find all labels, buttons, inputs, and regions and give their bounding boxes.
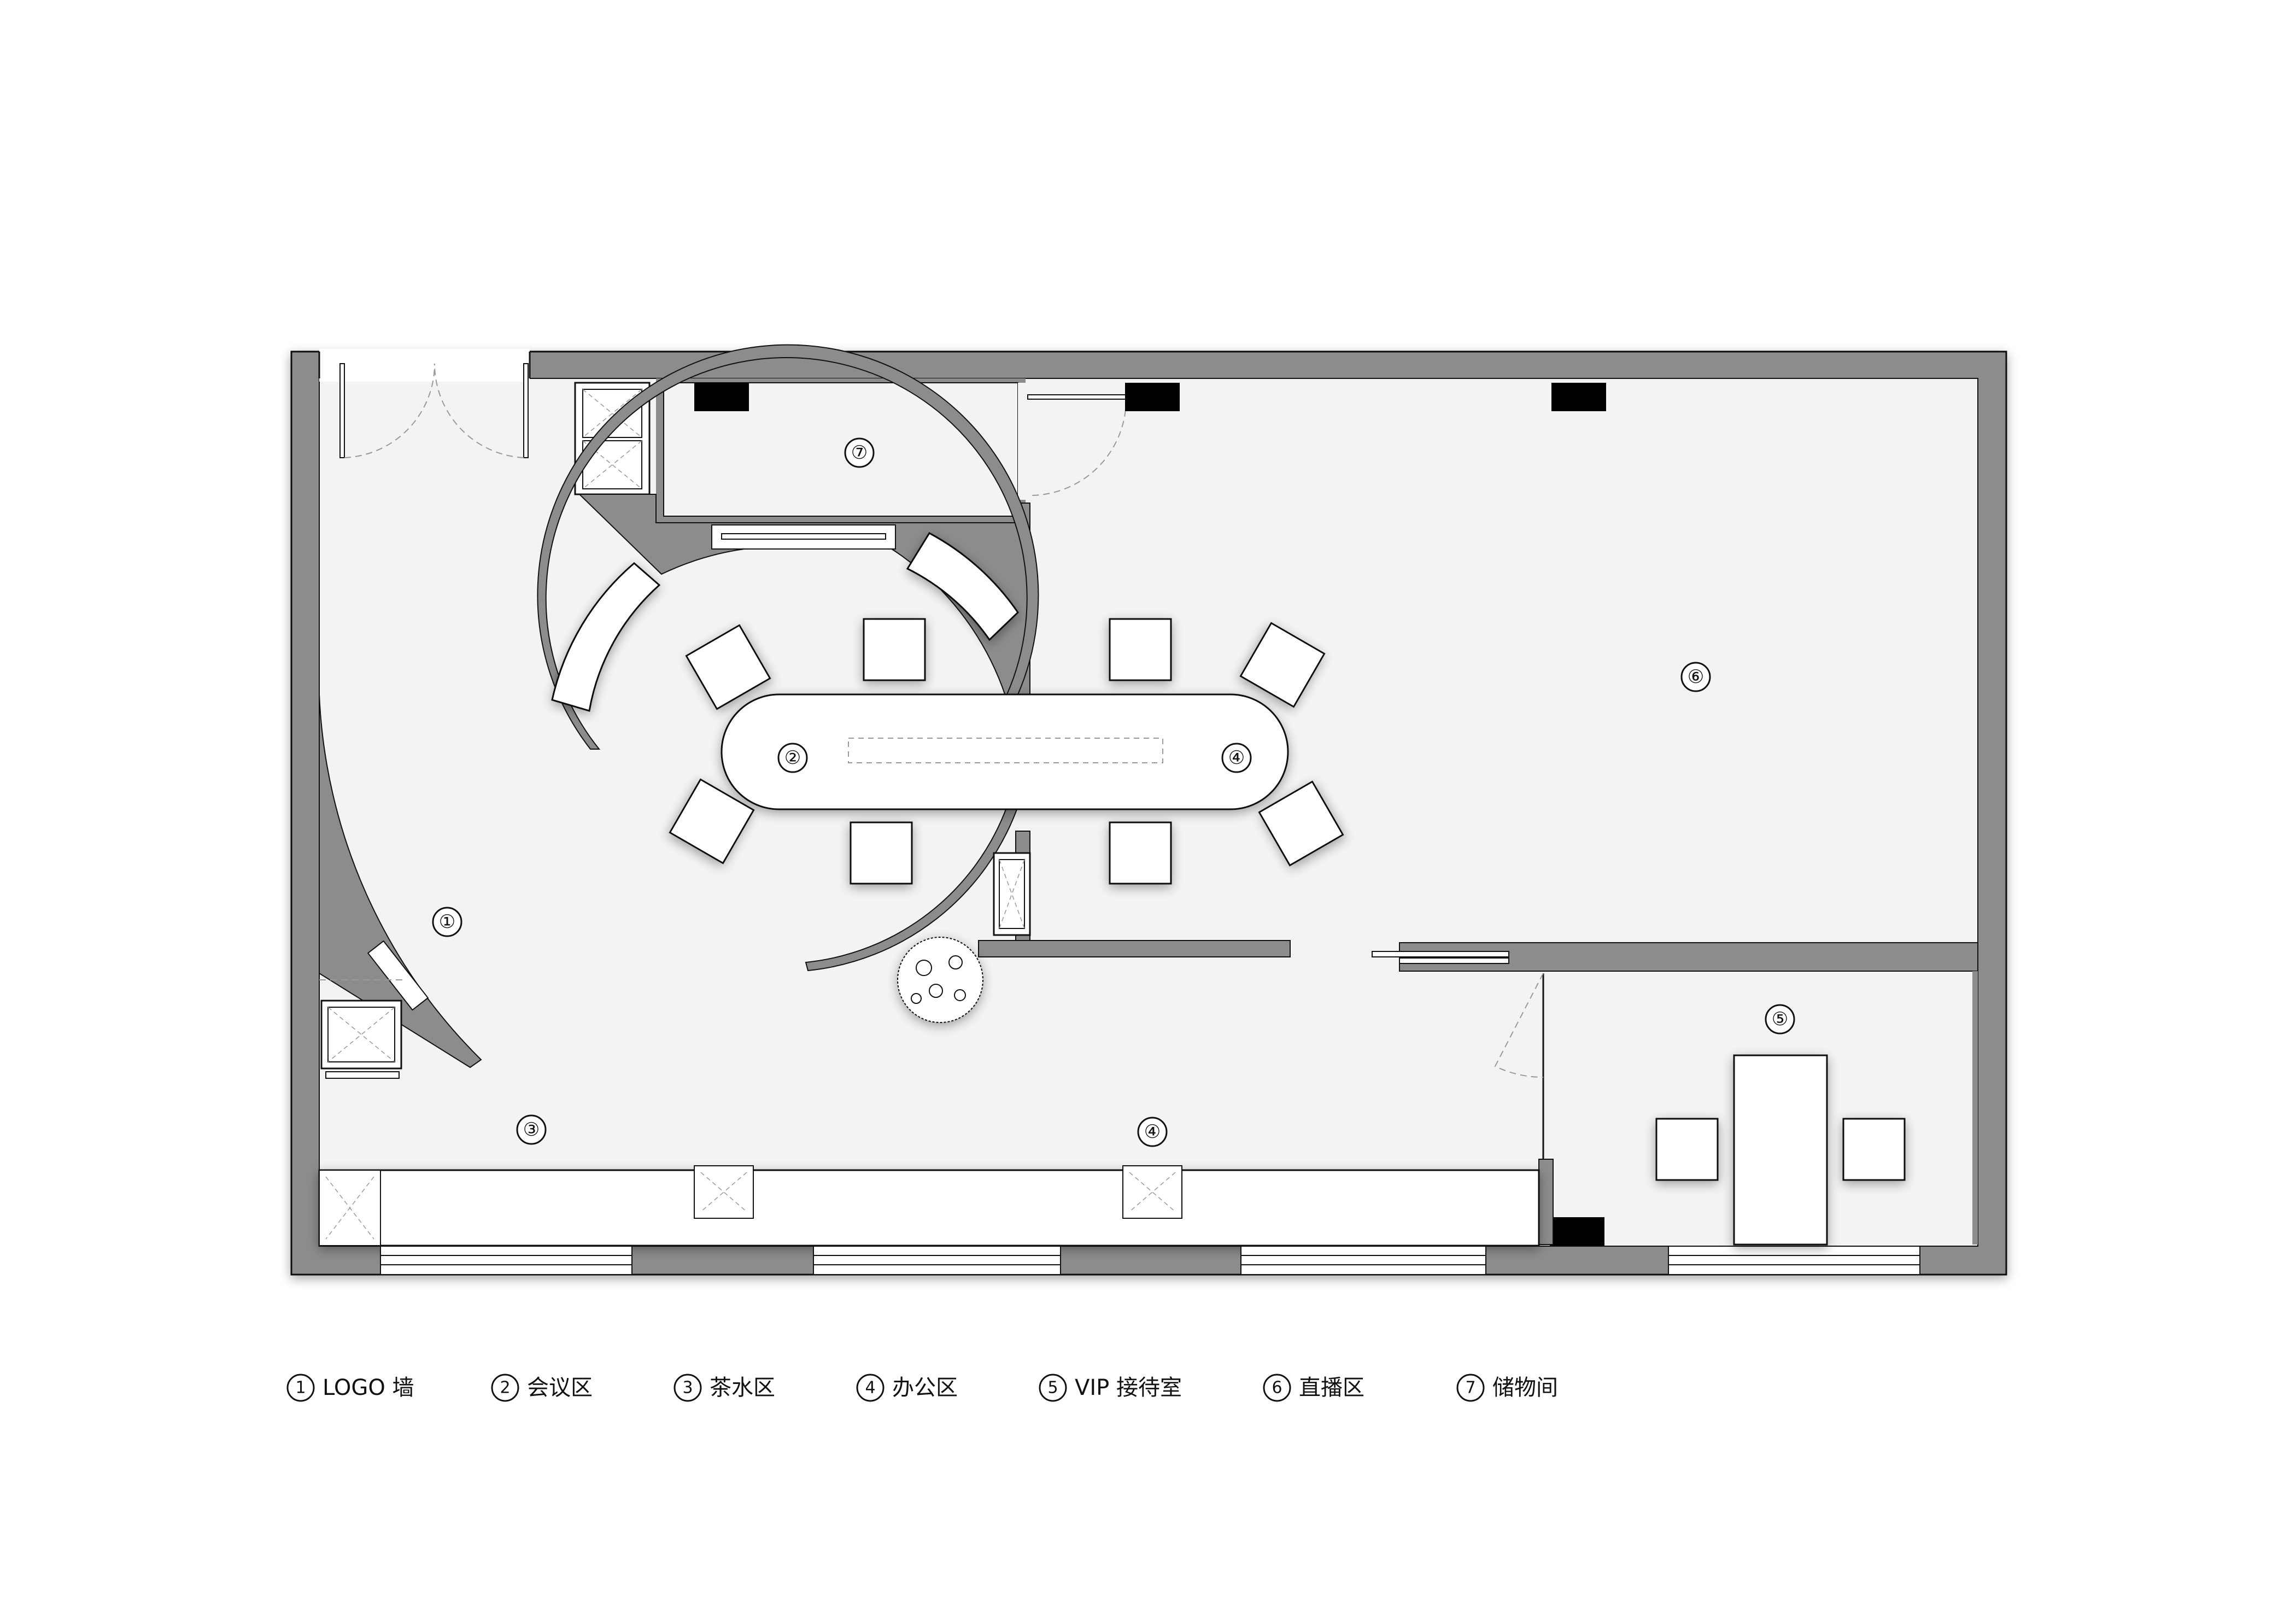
pillar [1551, 383, 1606, 411]
legend-item-vip: 5 VIP 接待室 [1039, 1374, 1182, 1402]
zone-marker-tea: ③ [516, 1114, 547, 1145]
svg-text:③: ③ [523, 1119, 540, 1141]
zone-marker-office: ④ [1137, 1117, 1168, 1147]
svg-text:1: 1 [295, 1378, 306, 1398]
legend-item-storage: 7 储物间 [1456, 1374, 1558, 1402]
legend: 1 LOGO 墙 2 会议区 3 茶水区 4 办公区 5 VIP 接待室 6 直… [286, 1374, 1558, 1402]
window [380, 1246, 632, 1275]
svg-text:4: 4 [865, 1378, 875, 1398]
svg-text:⑥: ⑥ [1688, 666, 1704, 688]
svg-text:②: ② [784, 747, 801, 769]
chair [1109, 821, 1172, 885]
window [1668, 1246, 1920, 1275]
legend-item-tea: 3 茶水区 [673, 1374, 775, 1402]
svg-text:6: 6 [1272, 1378, 1282, 1398]
vip-table [1733, 1054, 1828, 1246]
svg-text:储物间: 储物间 [1492, 1375, 1558, 1400]
vip-room-furniture [1655, 1054, 1906, 1246]
entrance-opening [319, 349, 530, 382]
vip-wall [1972, 971, 1978, 1245]
svg-text:3: 3 [682, 1378, 693, 1398]
svg-text:①: ① [439, 911, 455, 933]
cabinet [993, 852, 1031, 936]
chair [1842, 1118, 1906, 1181]
window [813, 1246, 1061, 1275]
windows [380, 1246, 1920, 1275]
conference-table [721, 693, 1289, 810]
storage-door-opening [1018, 383, 1030, 500]
chair [1258, 780, 1344, 867]
chair [850, 821, 913, 885]
bottom-counter [318, 1165, 1540, 1247]
svg-text:LOGO 墙: LOGO 墙 [323, 1375, 414, 1400]
curved-partition-lower [805, 806, 1019, 972]
cabinet [694, 1165, 754, 1219]
meeting-area [537, 344, 1039, 972]
plant [897, 937, 983, 1023]
svg-text:VIP 接待室: VIP 接待室 [1075, 1375, 1182, 1400]
pillar [1125, 383, 1180, 411]
svg-text:⑤: ⑤ [1772, 1008, 1788, 1030]
pillar [1550, 1217, 1604, 1246]
left-door-leaf [339, 363, 345, 458]
zone-marker-logo-wall: ① [432, 907, 462, 937]
svg-text:办公区: 办公区 [892, 1375, 958, 1400]
legend-item-meeting: 2 会议区 [491, 1374, 593, 1402]
svg-text:④: ④ [1144, 1121, 1161, 1143]
logo-panel [367, 940, 429, 1011]
zone-marker-vip: ⑤ [1765, 1004, 1795, 1035]
window [1240, 1246, 1486, 1275]
svg-text:④: ④ [1228, 747, 1245, 769]
chair [1109, 618, 1172, 681]
svg-text:7: 7 [1465, 1378, 1475, 1398]
legend-item-logo-wall: 1 LOGO 墙 [286, 1374, 414, 1402]
curved-bench-left [551, 562, 661, 712]
svg-text:直播区: 直播区 [1299, 1375, 1364, 1400]
outer-walls [290, 350, 2007, 1276]
legend-item-office: 4 办公区 [856, 1374, 958, 1402]
logo-wall [319, 694, 482, 1068]
pillar [694, 383, 749, 411]
svg-text:茶水区: 茶水区 [710, 1375, 775, 1400]
curved-bench-right [906, 532, 1019, 641]
zone-marker-storage: ⑦ [844, 437, 875, 468]
office-wall [978, 940, 1291, 957]
curved-partition [537, 344, 1039, 750]
sliding-door[interactable] [1372, 951, 1509, 957]
zone-marker-live: ⑥ [1680, 662, 1711, 692]
chair [669, 778, 755, 864]
storage-door-leaf[interactable] [1027, 394, 1127, 400]
cabinet [1122, 1165, 1182, 1219]
zone-marker-office: ④ [1221, 743, 1252, 773]
svg-text:2: 2 [500, 1378, 510, 1398]
zone-markers: ① ② ③ ④ ④ ⑤ ⑥ ⑦ [432, 437, 1795, 1147]
sliding-door[interactable] [1399, 957, 1509, 964]
entrance-door[interactable] [318, 349, 531, 458]
legend-item-live: 6 直播区 [1263, 1374, 1364, 1402]
fridge [319, 979, 405, 1079]
svg-text:5: 5 [1047, 1378, 1058, 1398]
chair [863, 618, 926, 681]
main-floor [319, 378, 1978, 1247]
chair [1655, 1118, 1719, 1181]
svg-text:会议区: 会议区 [527, 1375, 593, 1400]
vip-wall-stub [1538, 1159, 1554, 1245]
interior-walls [978, 831, 1978, 1245]
chairs [669, 618, 1344, 885]
chair [685, 624, 771, 710]
svg-text:⑦: ⑦ [851, 442, 868, 464]
right-door-leaf [523, 363, 529, 458]
zone-marker-meeting: ② [777, 743, 808, 773]
chair [1239, 622, 1326, 708]
